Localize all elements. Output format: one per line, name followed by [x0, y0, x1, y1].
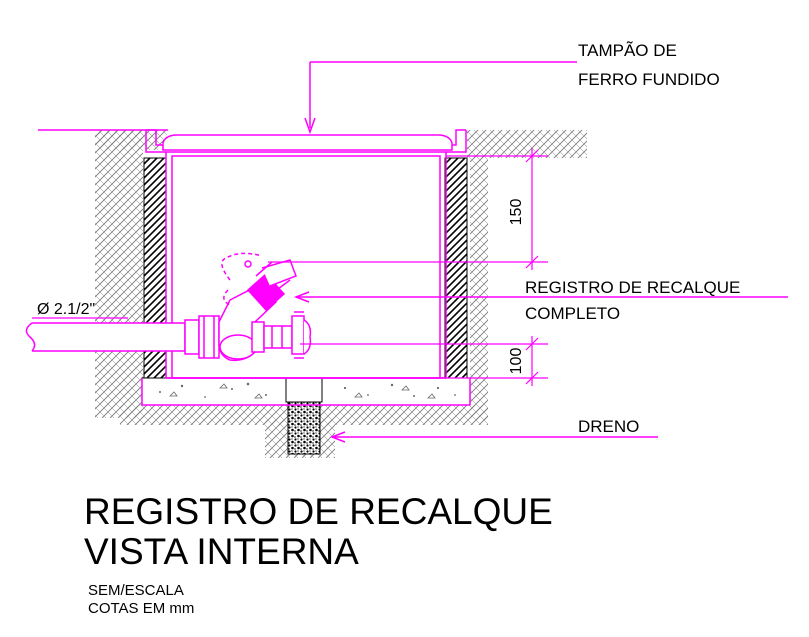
drain-gravel — [285, 377, 323, 455]
dim-150: 150 — [508, 199, 525, 226]
drawing-subtitle: VISTA INTERNA — [84, 531, 359, 572]
soil-hatch — [95, 130, 587, 458]
dimension-lines — [268, 148, 548, 386]
inlet-pipe — [25, 315, 220, 359]
chamber-outline — [141, 129, 471, 406]
dim-100: 100 — [508, 348, 525, 375]
lid-callout-line1: TAMPÃO DE — [578, 41, 677, 60]
scale-note: SEM/ESCALA — [88, 582, 184, 599]
valve-callout-arrow — [293, 291, 310, 303]
valve-callout-line2: COMPLETO — [525, 304, 620, 323]
storz-coupling — [221, 252, 297, 312]
pipe-diameter-label: Ø 2.1/2" — [37, 301, 95, 318]
units-note: COTAS EM mm — [88, 600, 195, 617]
drain-callout-label: DRENO — [578, 417, 639, 436]
lid-callout-leader — [309, 61, 577, 128]
drain-callout-arrow — [329, 431, 346, 443]
cast-iron-lid — [162, 134, 453, 151]
valve-callout-line1: REGISTRO DE RECALQUE — [525, 278, 740, 297]
lid-callout-line2: FERRO FUNDIDO — [578, 70, 720, 89]
lid-callout-arrow — [304, 117, 316, 135]
drawing-title: REGISTRO DE RECALQUE — [84, 491, 553, 532]
